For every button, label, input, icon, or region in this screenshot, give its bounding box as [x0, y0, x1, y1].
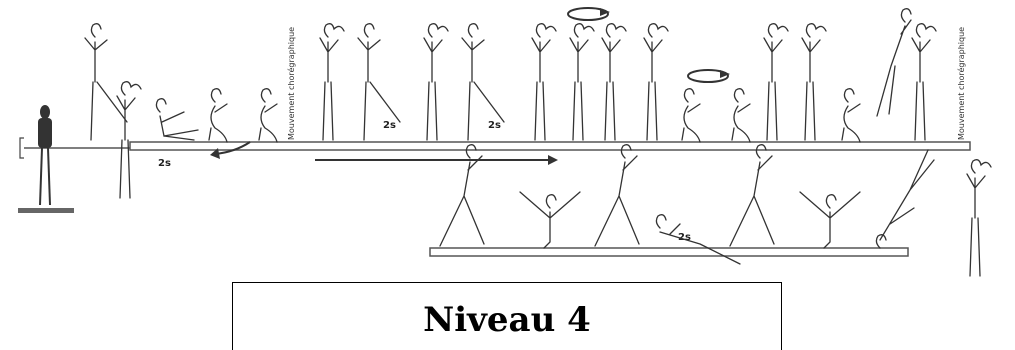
gymnast-stand-6 — [801, 23, 827, 141]
choreo-label-right: Mouvement chorégraphique — [956, 27, 966, 140]
gymnast-start — [38, 105, 52, 206]
gymnast-stand-1 — [319, 23, 345, 141]
gymnast-lunge-3 — [729, 144, 775, 247]
upper-beam — [129, 141, 971, 151]
lower-beam — [429, 247, 909, 257]
gymnast-squat-2 — [731, 88, 751, 143]
gymnast-sit-1 — [155, 98, 199, 141]
gymnast-arabesque-1 — [357, 23, 401, 141]
gymnast-stand-4 — [643, 23, 669, 141]
hold-label-3: 2s — [488, 120, 501, 131]
gymnast-dive — [875, 149, 935, 249]
level-box: Niveau 4 — [232, 282, 782, 350]
turn-arrow-1 — [567, 7, 610, 21]
gymnast-figures — [84, 8, 992, 277]
gymnast-leap — [876, 8, 912, 117]
gymnast-arabesque-2 — [461, 23, 505, 141]
gymnast-stand-3 — [531, 23, 557, 141]
travel-arrow — [315, 155, 558, 165]
level-title: Niveau 4 — [423, 299, 591, 340]
choreo-label-left: Mouvement chorégraphique — [286, 27, 296, 140]
gymnast-pivot-2 — [601, 23, 627, 141]
gymnast-stand-2 — [423, 23, 449, 141]
rotation-arrow-left — [214, 141, 251, 155]
rotation-arrow-left-head — [210, 148, 220, 159]
gymnast-stand-7 — [911, 23, 937, 141]
gymnast-pivot-1 — [569, 23, 595, 141]
mount-bracket — [19, 137, 24, 159]
gymnast-roll — [258, 88, 278, 143]
gymnast-kneel — [116, 81, 142, 199]
hold-label-1: 2s — [158, 158, 171, 169]
gymnast-lunge-1 — [439, 144, 485, 247]
gymnast-wheel-1 — [519, 191, 581, 249]
gymnast-lean — [84, 23, 128, 141]
gymnast-stand-5 — [763, 23, 789, 141]
turn-arrow-2 — [687, 69, 730, 83]
gymnast-sit-2 — [208, 88, 228, 143]
gymnast-squat-3 — [841, 88, 861, 143]
gymnast-squat-1 — [681, 88, 701, 143]
hold-label-2: 2s — [383, 120, 396, 131]
mount-base — [18, 208, 74, 213]
gymnast-wheel-2 — [799, 191, 861, 249]
hold-label-4: 2s — [678, 232, 691, 243]
gymnast-lunge-2 — [594, 144, 640, 247]
gymnast-finish — [966, 159, 992, 277]
gymnast-slide — [655, 214, 741, 265]
